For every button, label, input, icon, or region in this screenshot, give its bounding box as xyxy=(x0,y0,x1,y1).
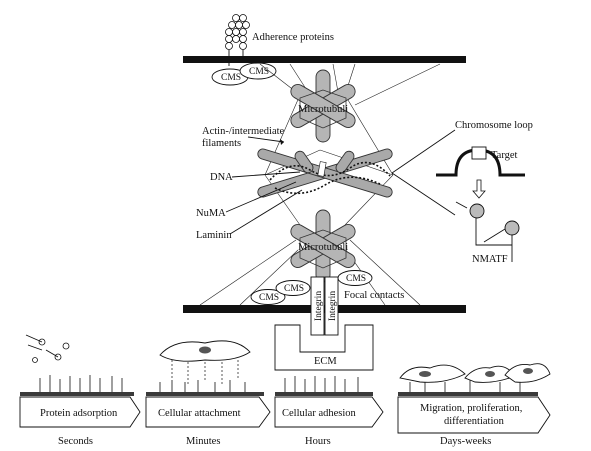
laminin-label: Laminin xyxy=(196,230,232,241)
stage-1-box xyxy=(19,396,141,428)
cms-lower-right: CMS xyxy=(337,270,373,286)
microtubuli-upper xyxy=(290,69,356,143)
svg-text:Integrin: Integrin xyxy=(314,291,324,321)
microtubuli-lower-label: Microtubuli xyxy=(298,242,348,253)
stage-3-label: Cellular adhesion xyxy=(282,408,357,419)
stage-1-label: Protein adsorption xyxy=(40,408,118,419)
cms-top-right: CMS xyxy=(239,62,277,80)
cms-lower-mid: CMS xyxy=(275,280,311,296)
svg-text:CMS: CMS xyxy=(221,73,241,83)
stage-4-box xyxy=(397,396,551,434)
dna-leader xyxy=(231,171,301,178)
adherence-proteins-label: Adherence proteins xyxy=(252,32,334,43)
stage-1-time: Seconds xyxy=(58,436,93,447)
nuclear-matrix xyxy=(257,148,393,198)
svg-text:CMS: CMS xyxy=(284,284,304,294)
microtubuli-upper-label: Microtubuli xyxy=(298,104,348,115)
bottom-membrane-bar xyxy=(183,305,466,313)
target-label: Target xyxy=(491,150,518,161)
stage-2-time: Minutes xyxy=(186,436,220,447)
actin-filaments-label-1: Actin-/intermediate xyxy=(202,126,285,137)
cms-lower-left: CMS xyxy=(250,289,286,305)
numa-leader xyxy=(225,181,297,213)
chromosome-loop-inset: Target xyxy=(436,146,525,262)
svg-text:CMS: CMS xyxy=(259,293,279,303)
down-arrow-icon xyxy=(472,179,486,199)
top-membrane-bar xyxy=(183,56,466,63)
stage-4-label-line1: Migration, proliferation, xyxy=(420,403,522,414)
numa-label: NuMA xyxy=(196,208,226,219)
dna-label: DNA xyxy=(210,172,233,183)
nmatf-label: NMATF xyxy=(472,254,508,265)
svg-text:CMS: CMS xyxy=(346,274,366,284)
ecm-callout xyxy=(274,324,374,371)
svg-text:CMS: CMS xyxy=(249,67,269,77)
laminin-leader xyxy=(229,189,303,235)
chromosome-loop-callout xyxy=(391,129,456,216)
stage-4-label-line2: differentiation xyxy=(444,416,505,427)
adherence-protein-chain xyxy=(225,14,250,66)
integrin-pair: Integrin Integrin xyxy=(310,276,339,336)
stage-2-label: Cellular attachment xyxy=(158,408,241,419)
ecm-label: ECM xyxy=(314,356,337,367)
chromosome-loop-label: Chromosome loop xyxy=(455,120,533,131)
focal-contacts-label: Focal contacts xyxy=(344,290,404,301)
stage-3-box xyxy=(274,396,384,428)
stage-3-time: Hours xyxy=(305,436,331,447)
svg-text:Integrin: Integrin xyxy=(328,291,338,321)
stage-panels xyxy=(19,334,551,434)
stage-2-box xyxy=(145,396,271,428)
microtubuli-lower xyxy=(290,209,356,283)
actin-filaments-label-2: filaments xyxy=(202,138,241,149)
actin-leader xyxy=(247,136,285,143)
stage-4-time: Days-weeks xyxy=(440,436,491,447)
